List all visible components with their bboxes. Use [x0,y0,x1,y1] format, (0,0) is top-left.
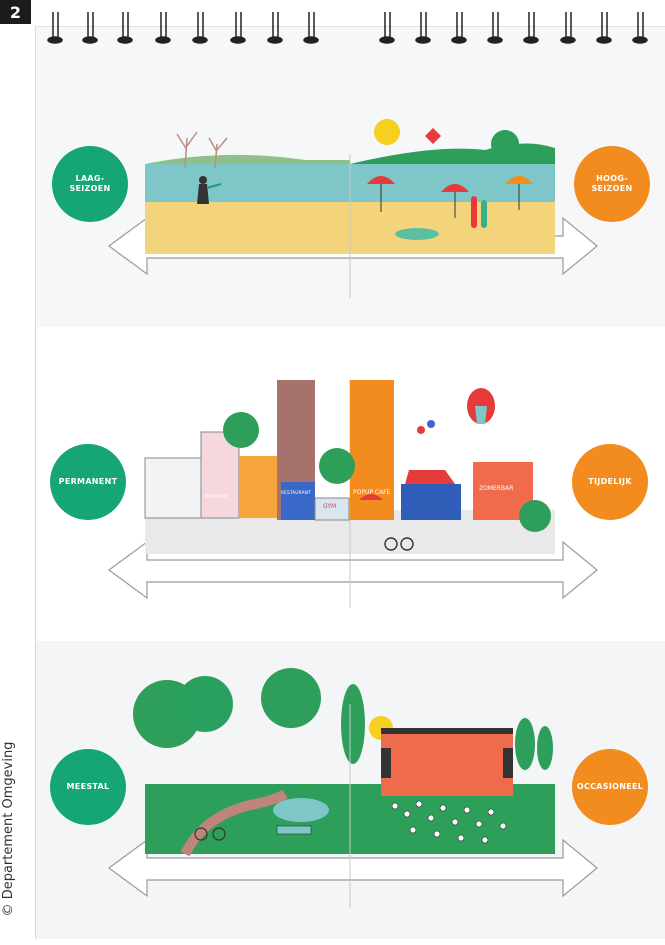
tree-crown [223,412,259,448]
tree-crown [491,130,519,158]
label-hoogseizoen: HOOG- SEIZOEN [574,146,650,222]
sneaker [405,470,455,484]
sign-restaurant: RESTAURANT [281,490,311,496]
surfboard [481,200,487,228]
bicycle [384,537,414,551]
binding-ring [560,12,576,44]
tree-crown [319,448,355,484]
balloon [417,426,425,434]
building [239,456,277,518]
building [281,482,315,520]
label-permanent: PERMANENT [50,444,126,520]
sign-zomerbar: ZOMERBAR [479,485,513,492]
sign-gym: GYM [323,503,336,510]
pond [273,798,329,822]
tree-crown [515,718,535,770]
spiral-binding [47,12,648,44]
binding-ring [632,12,648,44]
tree-crown [537,726,553,770]
binding-ring [267,12,283,44]
binding-ring [523,12,539,44]
beach-scene [107,119,598,298]
photo-credit: © Departement Omgeving [1,741,16,917]
surfboard [471,196,477,228]
umbrella [441,184,469,218]
park-scene [107,668,598,908]
binding-ring [47,12,63,44]
umbrella [505,176,533,210]
stage-roof [381,728,513,734]
tree-crown [341,684,365,764]
city-scene: BAKKERIJ RESTAURANT GYM POPUP CAFE ZOMER… [107,380,598,608]
stage [381,732,513,796]
cyclist [194,827,226,841]
tree-crown [177,676,233,732]
binding-ring [192,12,208,44]
binding-ring [303,12,319,44]
binding-ring [117,12,133,44]
path [180,789,288,857]
page-number: 2 [0,0,31,24]
umbrella [367,176,395,212]
binding-ring [451,12,467,44]
building [200,431,240,519]
label-tijdelijk: TIJDELIJK [572,444,648,520]
binding-ring [82,12,98,44]
label-laagseizoen: LAAG- SEIZOEN [52,146,128,222]
binding-ring [596,12,612,44]
sign-popup-cafe: POPUP CAFE [353,489,391,496]
building [144,457,202,519]
pavilion [401,484,461,520]
binding-ring [379,12,395,44]
kite [425,128,441,144]
beach-towel [395,228,439,240]
binding-ring [487,12,503,44]
speaker [381,748,391,778]
bench [276,825,312,835]
tree-crown [261,668,321,728]
label-occasioneel: OCCASIONEEL [572,749,648,825]
tree-crown [519,500,551,532]
speaker [503,748,513,778]
sun [374,119,400,145]
label-meestal: MEESTAL [50,749,126,825]
balloon [427,420,435,428]
building [314,497,350,521]
crowd [391,800,507,844]
umbrella [359,494,383,500]
binding-ring [155,12,171,44]
binding-ring [415,12,431,44]
sign-bakery: BAKKERIJ [205,494,228,500]
binding-ring [230,12,246,44]
walker [197,176,222,204]
bare-tree [176,131,228,169]
